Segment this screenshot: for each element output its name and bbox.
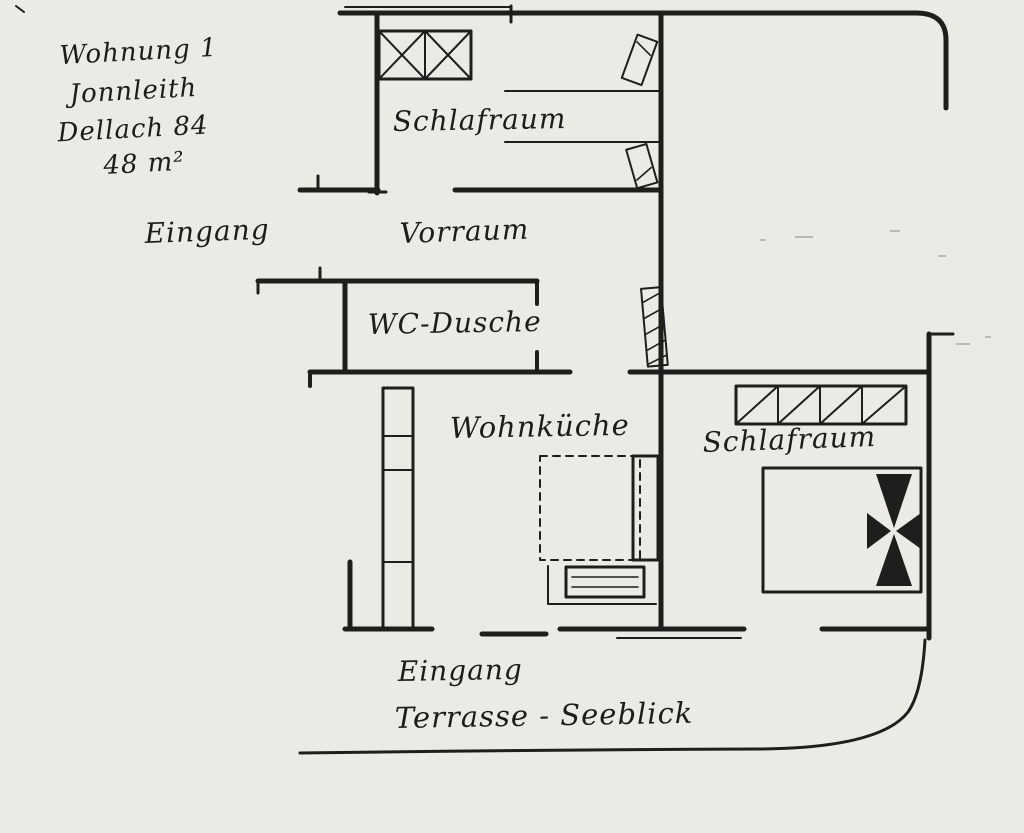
bed-right-icon <box>761 466 923 594</box>
wardrobe-right-icon <box>734 384 908 426</box>
entry-walls <box>297 174 381 193</box>
title-block: Wohnung 1 Jonnleith Dellach 84 48 m² <box>56 33 218 181</box>
bathroom-walls <box>255 266 540 375</box>
label-entrance-top: Eingang <box>143 213 270 250</box>
dining-set-icon <box>539 454 660 605</box>
label-hall: Vorraum <box>399 212 530 250</box>
label-bedroom-right: Schlafraum <box>702 420 877 459</box>
outer-walls <box>15 4 955 641</box>
label-kitchen-living: Wohnküche <box>450 408 631 445</box>
label-bathroom: WC-Dusche <box>368 305 542 341</box>
title-line-2: Jonnleith <box>64 73 198 110</box>
title-line-3: Dellach 84 <box>56 110 209 148</box>
label-terrace: Terrasse - Seeblick <box>395 696 694 735</box>
beds-top-icon <box>504 33 660 190</box>
label-bedroom-top: Schlafraum <box>393 102 567 138</box>
bottom-walls <box>342 559 932 639</box>
title-line-1: Wohnung 1 <box>59 33 218 71</box>
wardrobe-top-icon <box>377 29 473 81</box>
title-line-4: 48 m² <box>102 147 186 181</box>
label-entrance-bottom: Eingang <box>397 653 524 688</box>
terrace-line <box>298 638 927 755</box>
scan-noise <box>760 230 991 345</box>
mid-walls <box>307 369 932 388</box>
kitchen-units <box>381 386 415 630</box>
door-leaf-hatch-icon <box>640 286 669 368</box>
